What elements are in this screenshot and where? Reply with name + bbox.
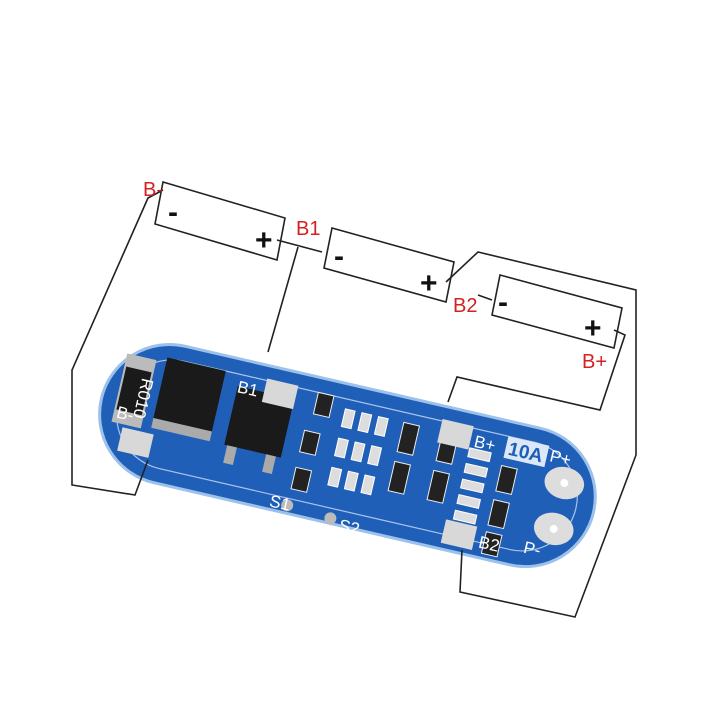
silk-s2: S2 bbox=[337, 516, 362, 539]
label-b-plus: B+ bbox=[582, 351, 607, 373]
pad-b-minus bbox=[117, 427, 154, 458]
silk-s1: S1 bbox=[268, 491, 293, 514]
mosfet bbox=[153, 357, 226, 432]
cell-minus-sign: - bbox=[498, 286, 508, 319]
wiring bbox=[71, 189, 637, 618]
shunt-resistor: R010 bbox=[111, 353, 157, 429]
pad-b-plus bbox=[437, 419, 474, 450]
label-b1: B1 bbox=[296, 218, 320, 240]
silk-p-plus: P+ bbox=[548, 446, 573, 469]
silk-b2: B2 bbox=[477, 533, 502, 556]
pad-b2 bbox=[440, 519, 478, 550]
cell-minus-sign: - bbox=[334, 240, 344, 273]
battery-cell-3: - + bbox=[491, 274, 623, 349]
silk-b-plus: B+ bbox=[472, 432, 497, 455]
cell-minus-sign: - bbox=[168, 196, 178, 229]
battery-cell-2: - + bbox=[323, 226, 455, 304]
cell-plus-sign: + bbox=[420, 267, 438, 300]
silk-p-minus: P- bbox=[522, 538, 543, 560]
label-b2: B2 bbox=[453, 295, 477, 317]
label-b-minus: B- bbox=[143, 179, 163, 201]
silk-b1: B1 bbox=[235, 377, 260, 400]
battery-cell-1: - + bbox=[154, 180, 286, 262]
silk-b-minus: B- bbox=[115, 403, 136, 425]
bms-board: R010 B1 B- bbox=[98, 343, 597, 569]
cell-plus-sign: + bbox=[255, 224, 273, 257]
cell-plus-sign: + bbox=[584, 312, 602, 345]
pad-b1 bbox=[261, 378, 299, 410]
